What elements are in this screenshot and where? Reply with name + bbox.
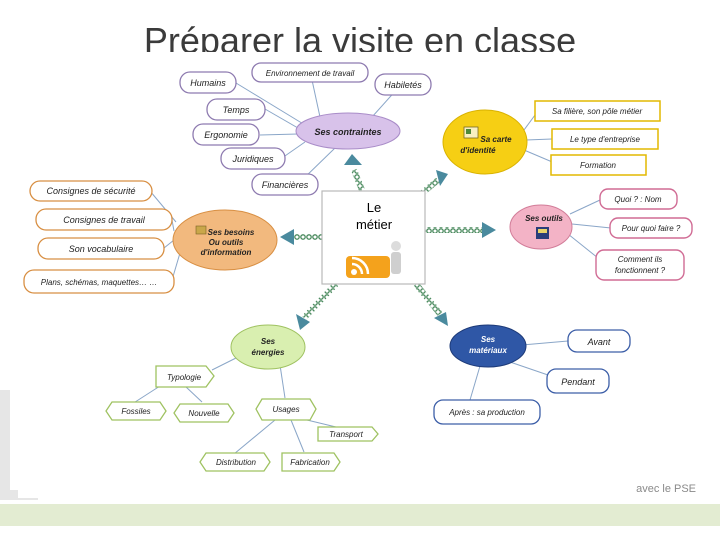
svg-text:Consignes de travail: Consignes de travail — [63, 215, 146, 225]
svg-text:Comment ils: Comment ils — [618, 255, 662, 264]
svg-text:Fossiles: Fossiles — [121, 407, 150, 416]
svg-text:Usages: Usages — [272, 405, 299, 414]
leaf-temps: Temps — [206, 98, 266, 121]
svg-text:Sa filière, son pôle métier: Sa filière, son pôle métier — [552, 107, 643, 116]
svg-text:Humains: Humains — [190, 78, 226, 88]
leaf-filiere-pole-metier: Sa filière, son pôle métier — [534, 100, 661, 122]
svg-text:Typologie: Typologie — [167, 373, 202, 382]
toolbox-icon — [536, 227, 549, 239]
center-label-line2: métier — [356, 217, 393, 232]
svg-text:Ses outils: Ses outils — [525, 214, 563, 223]
leaf-pour-quoi-faire: Pour quoi faire ? — [609, 217, 693, 239]
footer-text: avec le PSE — [636, 483, 696, 495]
svg-text:Habiletés: Habiletés — [384, 80, 422, 90]
leaf-humains: Humains — [179, 71, 237, 94]
branch-contraintes: Ses contraintes Humains Environnement de… — [179, 62, 432, 196]
center-node-le-metier: Le métier — [321, 190, 426, 285]
svg-text:Fabrication: Fabrication — [290, 458, 330, 467]
contraintes-node — [295, 112, 401, 150]
leaf-typologie: Typologie — [155, 365, 215, 388]
carte-node — [442, 109, 528, 175]
svg-text:Distribution: Distribution — [216, 458, 257, 467]
svg-text:Ses besoins: Ses besoins — [208, 228, 255, 237]
svg-text:Ou outils: Ou outils — [209, 238, 244, 247]
svg-text:Transport: Transport — [329, 430, 363, 439]
branch-carte-identite: Sa carte d'identité Sa filière, son pôle… — [442, 100, 661, 176]
leaf-juridiques: Juridiques — [220, 147, 286, 170]
leaf-comment-fonctionnent: Comment ils fonctionnent ? — [595, 249, 685, 281]
svg-text:Temps: Temps — [223, 105, 250, 115]
svg-text:Consignes de sécurité: Consignes de sécurité — [46, 186, 135, 196]
svg-text:Juridiques: Juridiques — [231, 154, 274, 164]
svg-text:Avant: Avant — [587, 337, 611, 347]
leaf-environnement-de-travail: Environnement de travail — [251, 62, 369, 83]
leaf-transport: Transport — [317, 426, 379, 442]
leaf-pendant: Pendant — [546, 368, 610, 394]
leaf-nouvelle: Nouvelle — [173, 403, 235, 423]
svg-text:Quoi ? : Nom: Quoi ? : Nom — [614, 195, 661, 204]
svg-text:Ses: Ses — [481, 335, 496, 344]
rss-person-icon — [346, 241, 401, 278]
svg-text:Ses contraintes: Ses contraintes — [314, 127, 381, 137]
leaf-plans-schemas: Plans, schémas, maquettes… … — [23, 269, 175, 294]
branch-materiaux: Ses matériaux Avant Pendant Après : sa p… — [433, 324, 631, 425]
leaf-usages: Usages — [255, 398, 317, 421]
leaf-ergonomie: Ergonomie — [192, 123, 260, 146]
leaf-distribution: Distribution — [199, 452, 271, 472]
besoins-node — [172, 209, 278, 271]
id-card-icon — [463, 126, 479, 139]
leaf-avant: Avant — [567, 329, 631, 353]
branch-outils: Ses outils Quoi ? : Nom Pour quoi faire … — [509, 188, 693, 281]
svg-text:Pour quoi faire ?: Pour quoi faire ? — [622, 224, 681, 233]
leaf-apres-production: Après : sa production — [433, 399, 541, 425]
leaf-consignes-securite: Consignes de sécurité — [29, 180, 153, 202]
branch-besoins: Ses besoins Ou outils d'information Cons… — [23, 180, 278, 294]
svg-text:Sa carte: Sa carte — [480, 135, 512, 144]
folder-icon — [195, 225, 207, 235]
svg-text:Formation: Formation — [580, 161, 617, 170]
svg-text:Environnement de travail: Environnement de travail — [266, 69, 355, 78]
svg-text:Financières: Financières — [262, 180, 309, 190]
bottom-band — [0, 504, 720, 526]
svg-text:Pendant: Pendant — [561, 377, 595, 387]
leaf-consignes-travail: Consignes de travail — [35, 208, 173, 231]
svg-text:matériaux: matériaux — [469, 346, 507, 355]
leaf-habiletes: Habiletés — [374, 73, 432, 96]
svg-text:Son vocabulaire: Son vocabulaire — [69, 244, 134, 254]
center-label-line1: Le — [367, 200, 381, 215]
leaf-financieres: Financières — [251, 173, 319, 196]
branch-energies: Ses énergies Typologie Fossiles Nouvelle… — [105, 324, 379, 472]
leaf-fabrication: Fabrication — [281, 452, 341, 472]
materiaux-node — [449, 324, 527, 368]
leaf-formation: Formation — [550, 154, 647, 176]
leaf-quoi-nom: Quoi ? : Nom — [599, 188, 678, 210]
svg-text:Le type d'entreprise: Le type d'entreprise — [570, 135, 641, 144]
svg-text:Plans, schémas, maquettes… …: Plans, schémas, maquettes… … — [41, 278, 158, 287]
svg-text:d'identité: d'identité — [460, 146, 496, 155]
svg-text:Après : sa production: Après : sa production — [448, 408, 525, 417]
svg-text:Ses: Ses — [261, 337, 276, 346]
chain-connectors — [280, 154, 496, 330]
leaf-type-entreprise: Le type d'entreprise — [551, 128, 659, 150]
svg-text:Nouvelle: Nouvelle — [188, 409, 220, 418]
svg-text:fonctionnent ?: fonctionnent ? — [615, 266, 666, 275]
svg-text:énergies: énergies — [252, 348, 285, 357]
svg-text:d'information: d'information — [201, 248, 252, 257]
leaf-fossiles: Fossiles — [105, 401, 167, 421]
energies-node — [230, 324, 306, 370]
leaf-son-vocabulaire: Son vocabulaire — [37, 237, 165, 260]
svg-text:Ergonomie: Ergonomie — [204, 130, 248, 140]
